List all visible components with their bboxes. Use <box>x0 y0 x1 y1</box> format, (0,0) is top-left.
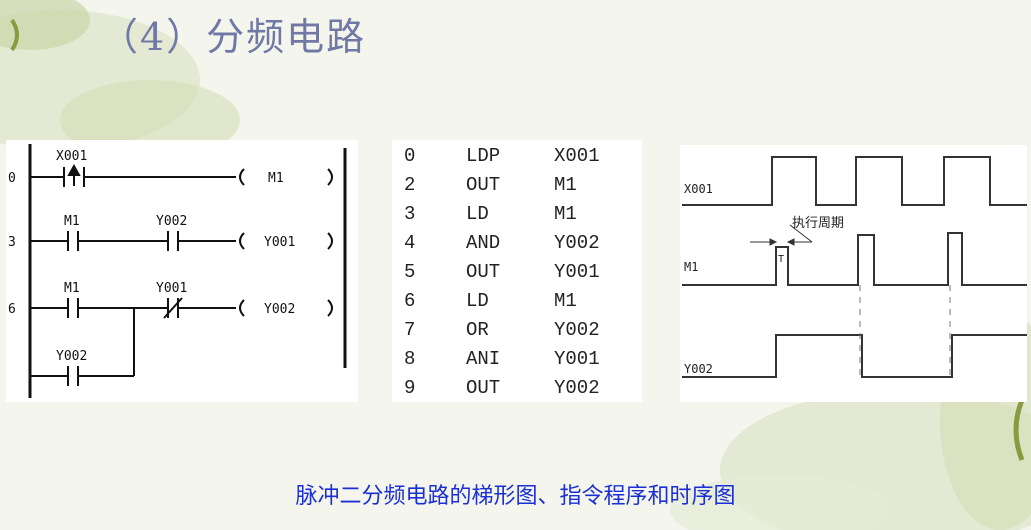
instruction-list: 0 LDP X001 2 OUT M1 3 LD M1 4 AND Y002 5… <box>392 140 642 402</box>
scan-period-arrow <box>750 224 813 246</box>
coil-m1 <box>239 168 245 186</box>
figure-caption: 脉冲二分频电路的梯形图、指令程序和时序图 <box>295 484 736 509</box>
coil-y001 <box>239 232 245 250</box>
ladder-svg: 0 3 6 X001 M1 Y002 M1 Y001 Y002 M1 Y001 … <box>8 144 347 398</box>
nc-contact-y001 <box>163 297 183 319</box>
contact-label: M1 <box>64 281 80 296</box>
signal-label: M1 <box>684 260 698 274</box>
coil-y002 <box>239 299 245 317</box>
timing-diagram: X001 M1 Y002 T 执行周期 <box>680 145 1027 402</box>
coil-label: M1 <box>268 171 284 186</box>
step-0: 0 <box>8 171 16 186</box>
contact-label: Y002 <box>156 214 187 229</box>
contact-label: Y001 <box>156 281 187 296</box>
waveform-m1 <box>682 232 1027 286</box>
step-6: 6 <box>8 302 16 317</box>
scan-period-label: 执行周期 <box>792 216 844 231</box>
ladder-diagram: 0 3 6 X001 M1 Y002 M1 Y001 Y002 M1 Y001 … <box>6 140 358 402</box>
waveform-x001 <box>682 156 1027 206</box>
t-label: T <box>778 254 784 265</box>
step-3: 3 <box>8 235 16 250</box>
pulse-contact-x001 <box>67 163 81 186</box>
waveform-y002 <box>682 334 1027 378</box>
signal-label: Y002 <box>684 362 713 376</box>
contact-label: M1 <box>64 214 80 229</box>
timing-svg: X001 M1 Y002 T 执行周期 <box>682 156 1027 378</box>
coil-label: Y001 <box>264 235 295 250</box>
contact-label: Y002 <box>56 349 87 364</box>
slide-title: （4）分频电路 <box>100 15 367 59</box>
signal-label: X001 <box>684 182 713 196</box>
coil-label: Y002 <box>264 302 295 317</box>
contact-label: X001 <box>56 149 87 164</box>
